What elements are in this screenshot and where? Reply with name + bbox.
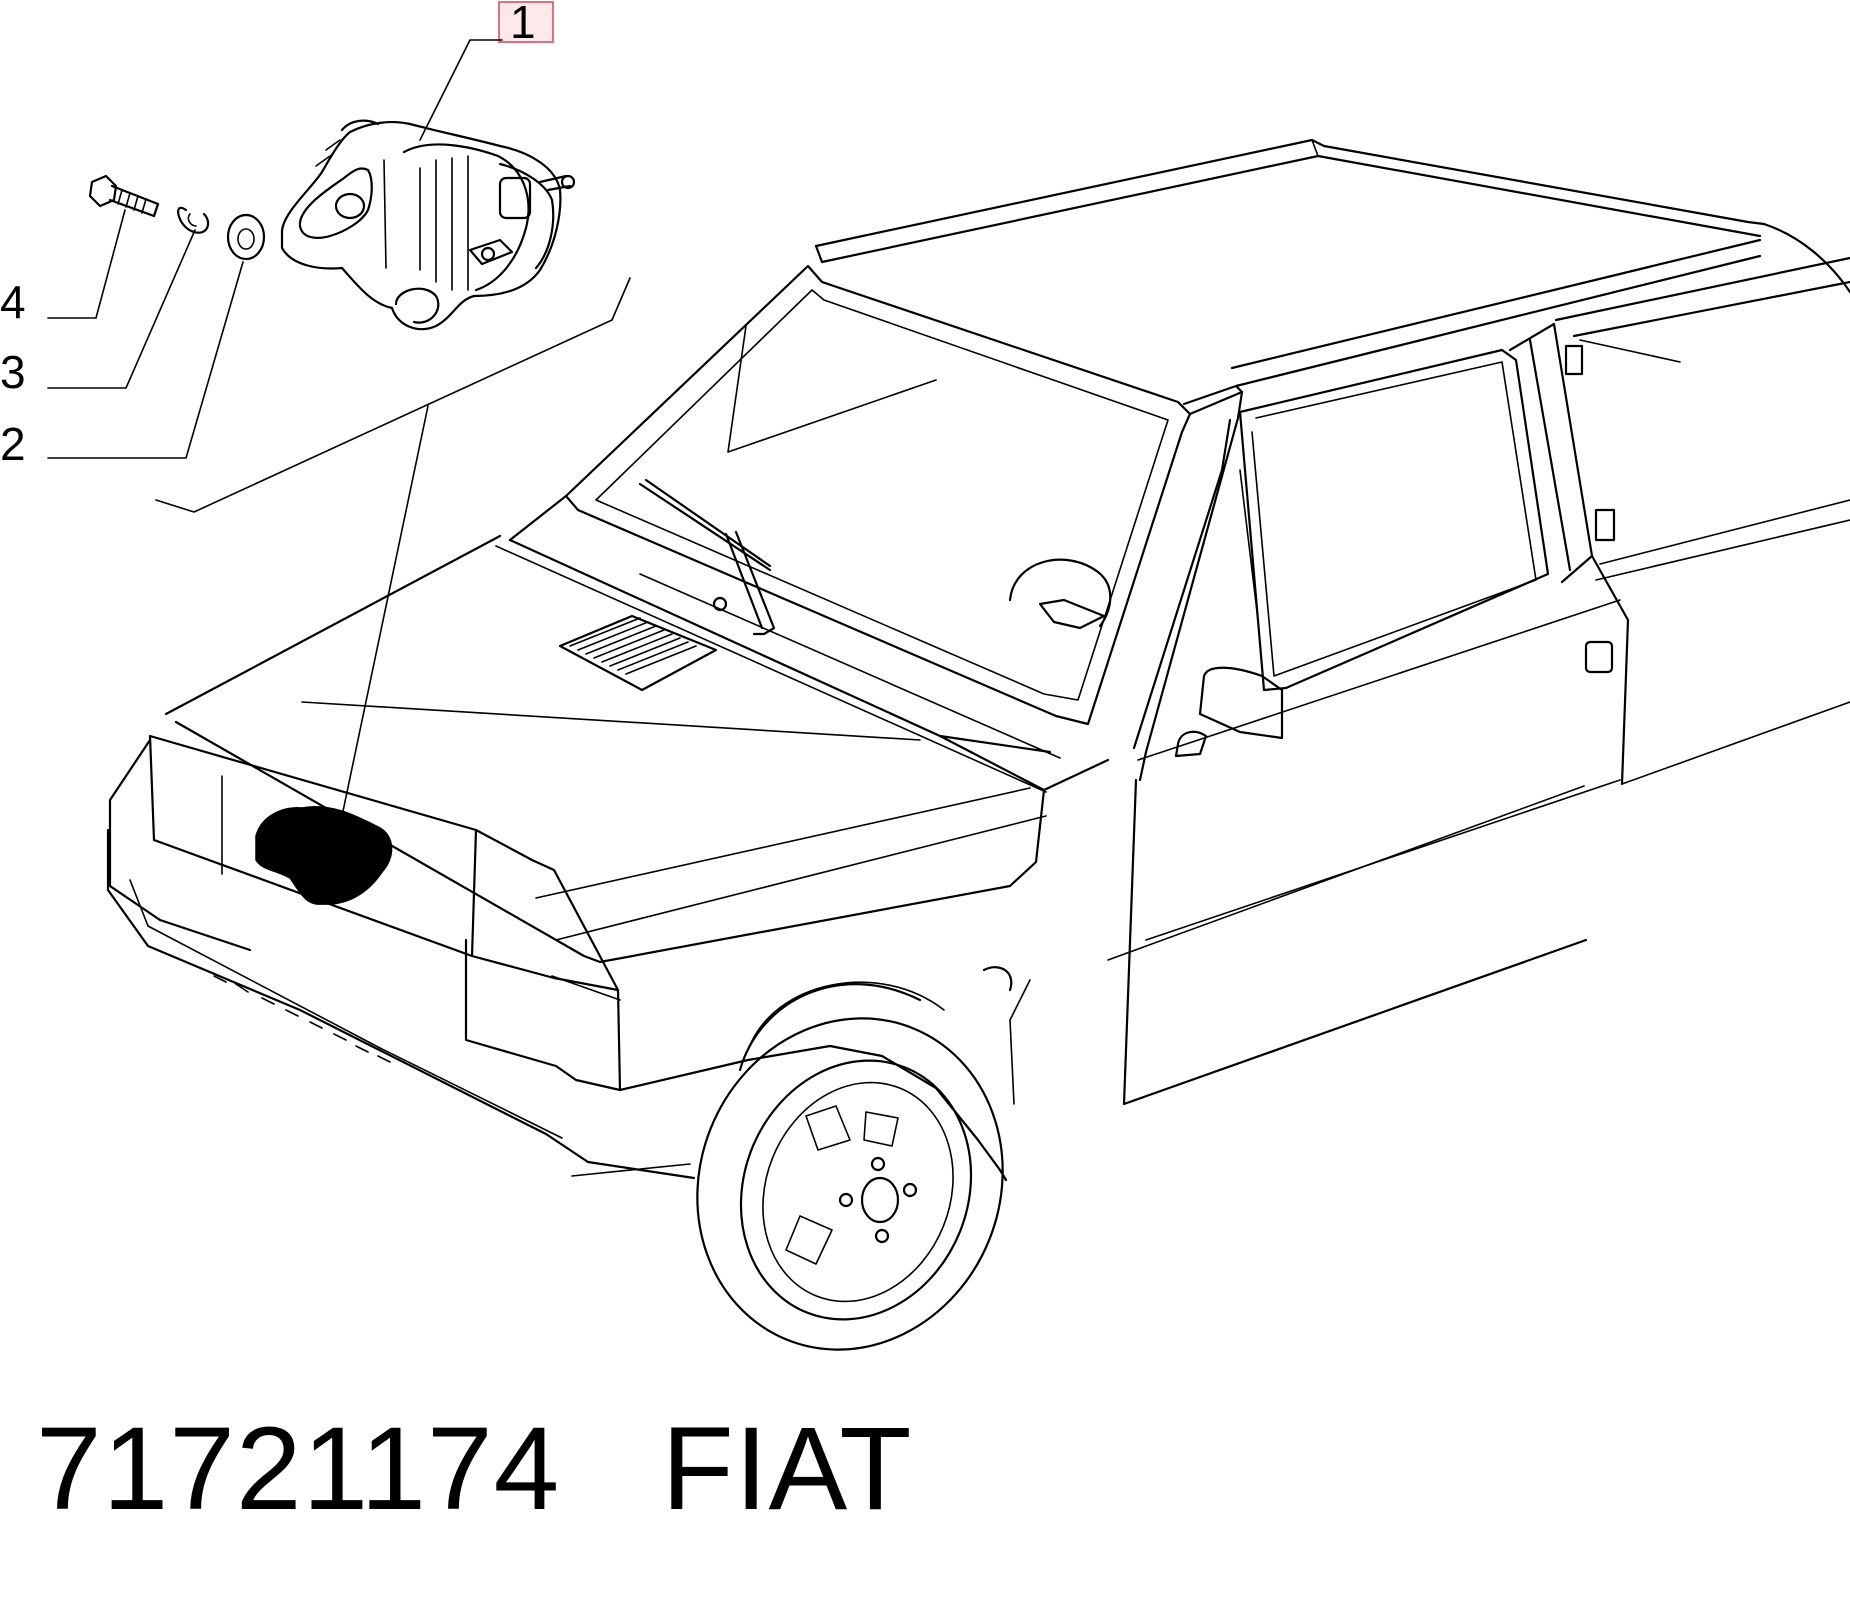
- part-number-caption: 71721174 FIAT: [36, 1410, 913, 1528]
- callout-3[interactable]: 3: [0, 229, 196, 398]
- alternator-part: [280, 119, 576, 331]
- callout-4[interactable]: 4: [0, 209, 126, 328]
- callout-2-label: 2: [0, 418, 26, 470]
- spring-washer-part: [177, 206, 210, 234]
- car-outline: [106, 138, 1850, 1351]
- callout-3-leader: [47, 229, 196, 389]
- callout-1[interactable]: 1: [419, 0, 554, 141]
- front-wheel: [696, 1017, 1004, 1351]
- alternator-location-leader: [155, 277, 631, 817]
- alternator-location-highlight: [255, 806, 393, 905]
- callout-4-label: 4: [0, 276, 26, 328]
- callout-1-highlight-box: [498, 1, 554, 43]
- callout-2-leader: [47, 261, 244, 459]
- callout-2[interactable]: 2: [0, 261, 244, 470]
- bolt-part: [88, 174, 160, 218]
- brand-name: FIAT: [661, 1403, 913, 1535]
- washer-part: [226, 213, 266, 261]
- callout-3-label: 3: [0, 346, 26, 398]
- callout-1-leader: [419, 39, 503, 141]
- part-number: 71721174: [36, 1403, 561, 1535]
- callout-1-label: 1: [510, 0, 536, 48]
- callout-4-leader: [47, 209, 126, 319]
